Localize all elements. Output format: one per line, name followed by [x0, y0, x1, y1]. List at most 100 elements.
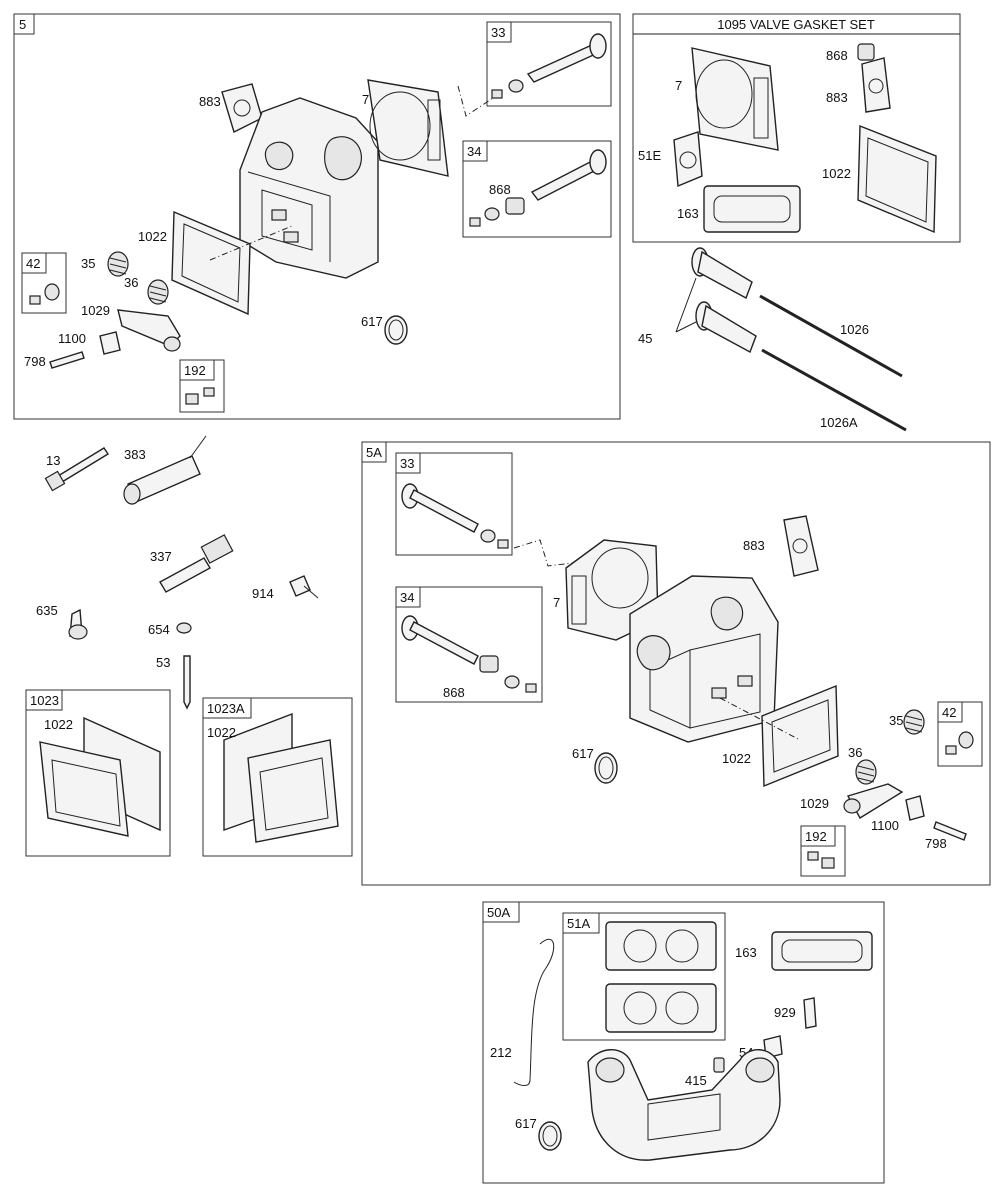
group-1023-tag: 1023	[30, 693, 59, 708]
washer-42-drawing	[44, 283, 60, 301]
valve-34-drawing	[469, 149, 607, 227]
subbox-34-tag: 34	[467, 144, 481, 159]
subbox-192-tag: 192	[184, 363, 206, 378]
label-13: 13	[46, 453, 60, 468]
label-5a-36: 36	[848, 745, 862, 760]
bolt-5a-798-drawing	[933, 821, 967, 841]
label-929: 929	[774, 1005, 796, 1020]
valve-5a-34-drawing	[401, 615, 537, 693]
spark-plug-337-drawing	[159, 534, 234, 593]
elbow-635-drawing	[68, 608, 88, 640]
stud-53-drawing	[183, 655, 191, 710]
gasket-883-drawing	[221, 83, 263, 133]
rocker-arm-1029-drawing	[117, 309, 181, 352]
label-kit-883: 883	[826, 90, 848, 105]
guide-1100-drawing	[99, 331, 121, 355]
seal-868-kit-drawing	[857, 43, 875, 61]
nut-5a-192-drawing	[821, 857, 835, 869]
pushrods-1026-drawing	[759, 294, 907, 432]
label-383: 383	[124, 447, 146, 462]
label-1023a-1022: 1022	[207, 725, 236, 740]
breather-383-drawing	[123, 435, 207, 505]
group-1023a: 1023A 1022	[202, 697, 353, 857]
label-635: 635	[36, 603, 58, 618]
spring-36-drawing	[147, 279, 169, 305]
group-5: 5 883 7 33	[13, 13, 621, 420]
nut-5a-42-drawing	[945, 745, 957, 755]
cylinder-head-drawing	[239, 97, 379, 279]
label-1023-1022: 1022	[44, 717, 73, 732]
label-5a-1022: 1022	[722, 751, 751, 766]
label-5a-883: 883	[743, 538, 765, 553]
group-5a-tag: 5A	[366, 445, 382, 460]
head-gasket-7-drawing	[367, 79, 449, 177]
gasket-5a-883-drawing	[783, 515, 819, 577]
label-1029: 1029	[81, 303, 110, 318]
head-gasket-7-kit-drawing	[691, 47, 779, 151]
washer-5a-42-drawing	[958, 731, 974, 749]
subbox-5a-42-tag: 42	[942, 705, 956, 720]
label-212: 212	[490, 1045, 512, 1060]
subbox-33-tag: 33	[491, 25, 505, 40]
label-337: 337	[150, 549, 172, 564]
tube-212-drawing	[513, 938, 555, 1086]
label-798: 798	[24, 354, 46, 369]
label-415: 415	[685, 1073, 707, 1088]
guide-5a-1100-drawing	[905, 795, 925, 821]
label-36: 36	[124, 275, 138, 290]
group-1095-valve-gasket-set: 1095 VALVE GASKET SET 7 868 883 51E 1022	[632, 13, 961, 243]
spring-5a-36-drawing	[855, 759, 877, 785]
label-868: 868	[489, 182, 511, 197]
rocker-cover-1023a-drawing	[247, 739, 339, 843]
label-1026: 1026	[840, 322, 869, 337]
label-5a-798: 798	[925, 836, 947, 851]
rocker-gasket-1022-drawing	[171, 210, 251, 316]
label-50a-163: 163	[735, 945, 757, 960]
bolt-929-drawing	[803, 997, 817, 1029]
label-53: 53	[156, 655, 170, 670]
label-kit-868: 868	[826, 48, 848, 63]
label-617: 617	[361, 314, 383, 329]
bolt-13-drawing	[44, 447, 109, 492]
valve-33-drawing	[491, 33, 607, 99]
label-5a-1029: 1029	[800, 796, 829, 811]
gasket-50a-163-drawing	[771, 931, 873, 971]
label-35: 35	[81, 256, 95, 271]
label-5a-7: 7	[553, 595, 560, 610]
label-kit-163: 163	[677, 206, 699, 221]
label-1026a: 1026A	[820, 415, 858, 430]
label-kit-7: 7	[675, 78, 682, 93]
subbox-5a-192-tag: 192	[805, 829, 827, 844]
nut-654-drawing	[176, 622, 192, 634]
gasket-163-kit-drawing	[703, 185, 801, 233]
gasket-1022-kit-drawing	[857, 124, 937, 234]
ball-5a-192-drawing	[807, 851, 819, 861]
subbox-42-tag: 42	[26, 256, 40, 271]
rocker-arm-5a-1029-drawing	[843, 783, 904, 819]
nut-42-drawing	[29, 295, 41, 305]
label-1022: 1022	[138, 229, 167, 244]
label-kit-1022: 1022	[822, 166, 851, 181]
label-50a-617: 617	[515, 1116, 537, 1131]
bolt-798-drawing	[49, 351, 85, 369]
exhaust-manifold-drawing	[587, 1049, 781, 1161]
gasket-883-kit-drawing	[861, 57, 891, 113]
label-45: 45	[638, 331, 652, 346]
rocker-cover-1023-drawing	[39, 741, 129, 837]
group-5-tag: 5	[19, 17, 26, 32]
label-654: 654	[148, 622, 170, 637]
gasket-5a-1022-drawing	[761, 684, 839, 788]
ball-192-drawing	[203, 387, 215, 397]
bolt-914-drawing	[289, 575, 319, 599]
spring-5a-35-drawing	[903, 709, 925, 735]
group-50a-tag: 50A	[487, 905, 510, 920]
spring-35-drawing	[107, 251, 129, 277]
subbox-5a-33-tag: 33	[400, 456, 414, 471]
group-1023a-tag: 1023A	[207, 701, 245, 716]
valve-5a-33-drawing	[401, 483, 509, 549]
group-1095-title: 1095 VALVE GASKET SET	[717, 17, 875, 32]
gasket-51e-kit-drawing	[673, 131, 703, 188]
label-5a-35: 35	[889, 713, 903, 728]
subbox-51a-tag: 51A	[567, 916, 590, 931]
